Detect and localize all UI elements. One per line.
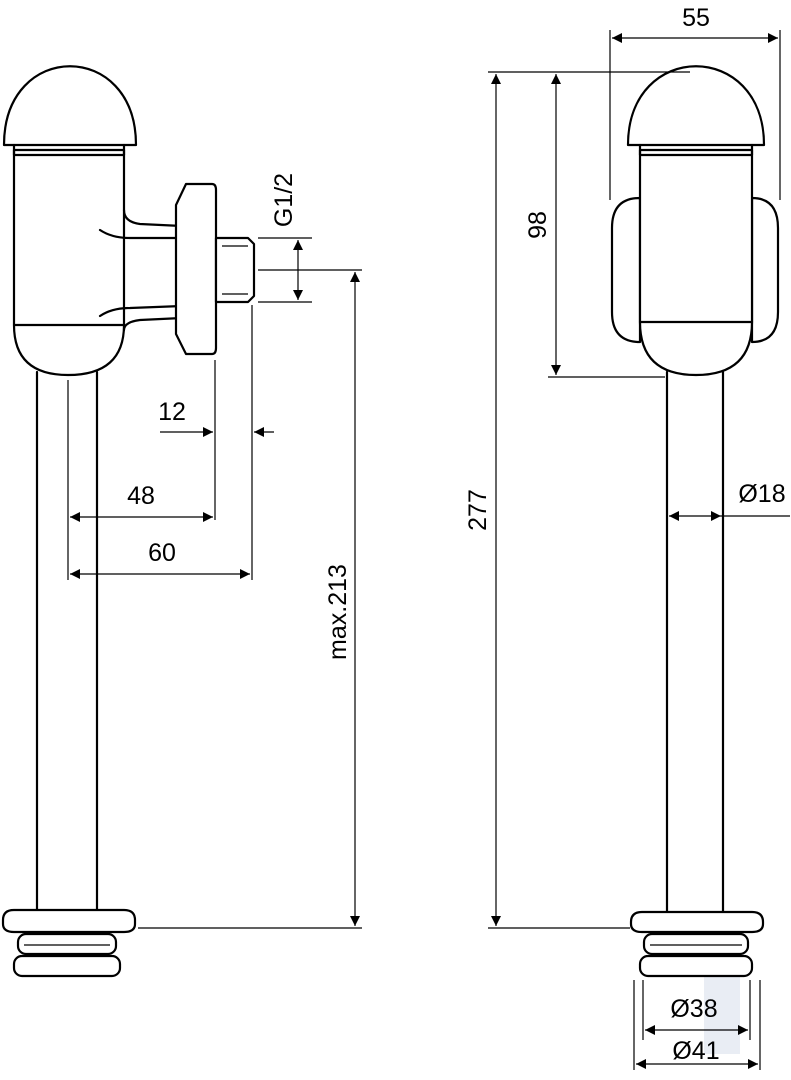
- front-view: [610, 65, 780, 978]
- dim-98-label: 98: [524, 211, 552, 239]
- side-view: [1, 65, 256, 978]
- front-view-dimension-lines: [491, 33, 790, 1069]
- dim-60-label: 60: [148, 539, 176, 567]
- front-view-extension-lines: [488, 30, 781, 1070]
- dim-55-label: 55: [682, 4, 710, 32]
- dim-d38-label: Ø38: [670, 995, 717, 1023]
- side-view-dimension-lines: [70, 240, 360, 926]
- dim-277-label: 277: [464, 489, 492, 531]
- dim-12-label: 12: [158, 398, 186, 426]
- dim-d18-label: Ø18: [738, 480, 785, 508]
- dim-max213-label: max.213: [324, 564, 352, 660]
- side-view-extension-lines: [67, 237, 362, 929]
- dim-g12-label: G1/2: [270, 173, 298, 227]
- watermark-mark: [704, 972, 740, 1054]
- dim-48-label: 48: [127, 482, 155, 510]
- dim-d41-label: Ø41: [672, 1037, 719, 1065]
